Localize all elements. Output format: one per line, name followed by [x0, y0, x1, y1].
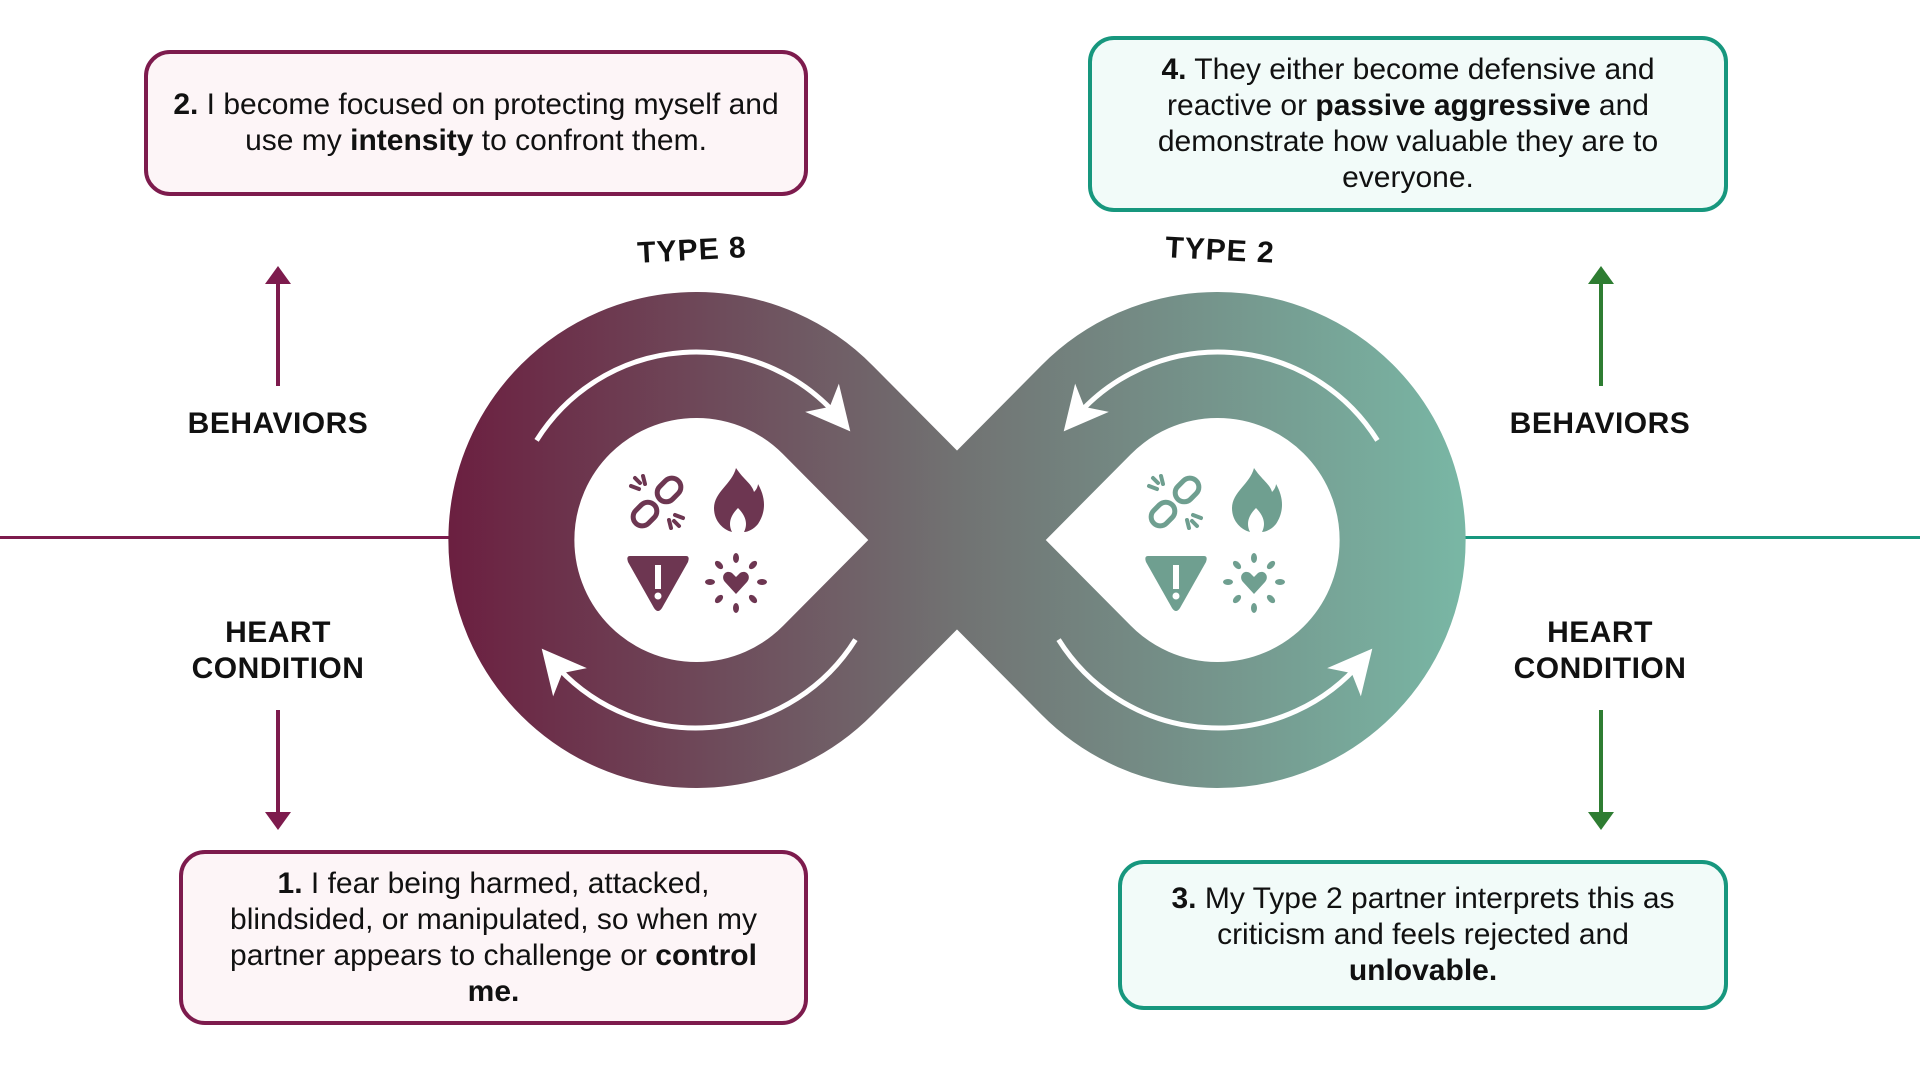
left-axis-line	[0, 536, 450, 539]
warning-icon	[627, 556, 689, 611]
broken-link-icon	[629, 474, 685, 530]
step-number: 2.	[173, 88, 199, 121]
behaviors-label-right: BEHAVIORS	[1509, 407, 1691, 440]
type2-bottom-arrow-arc	[1056, 638, 1364, 731]
label-line: CONDITION	[1513, 652, 1687, 685]
down-arrow-right	[1588, 710, 1614, 830]
behaviors-label-left: BEHAVIORS	[187, 407, 369, 440]
down-arrow-left	[265, 710, 291, 830]
type8-bottom-arrow-arc	[550, 638, 858, 731]
type8-top-arrow-arc	[534, 349, 842, 442]
step-number: 4.	[1161, 53, 1187, 86]
type2-top-arrow-arc	[1072, 349, 1380, 442]
step-emphasis: control me.	[467, 938, 757, 1008]
step-3-box: 3. My Type 2 partner interprets this as …	[1118, 860, 1728, 1010]
heart-burst-icon	[1223, 553, 1285, 613]
type8-bottom-arrow-arrowhead	[541, 648, 587, 697]
step-2-box: 2. I become focused on protecting myself…	[144, 50, 808, 196]
cycle-arrows	[534, 349, 1380, 731]
warning-icon	[1145, 556, 1207, 611]
up-arrow-left	[265, 266, 291, 386]
label-line: HEART	[225, 616, 331, 649]
type2-bottom-arrow-arrowhead	[1327, 648, 1373, 697]
label-line: HEART	[1547, 616, 1653, 649]
step-text: My Type 2 partner interprets this as cri…	[1196, 882, 1675, 951]
step-number: 1.	[277, 866, 303, 900]
right-axis-line	[1462, 536, 1920, 539]
step-text: to confront them.	[473, 124, 707, 157]
step-text: They either become defensive and reactiv…	[1167, 53, 1655, 122]
type2-top-arrow-arrowhead	[1063, 383, 1109, 432]
step-text: and demonstrate how valuable they are to…	[1157, 89, 1659, 194]
step-emphasis: intensity	[350, 124, 474, 157]
icon-group-type2	[1145, 468, 1285, 613]
step-4-box: 4. They either become defensive and reac…	[1088, 36, 1728, 212]
flame-icon	[714, 468, 764, 532]
step-emphasis: passive aggressive	[1315, 89, 1591, 122]
label-line: CONDITION	[191, 652, 365, 685]
broken-link-icon	[1147, 474, 1203, 530]
step-number: 3.	[1171, 882, 1197, 915]
type8-top-arrow-arrowhead	[805, 383, 851, 432]
step-1-box: 1. I fear being harmed, attacked, blinds…	[179, 850, 808, 1025]
flame-icon	[1232, 468, 1282, 532]
step-text: I fear being harmed, attacked, blindside…	[230, 866, 757, 972]
heart-burst-icon	[705, 553, 767, 613]
infinity-loop	[448, 292, 1466, 788]
up-arrow-right	[1588, 266, 1614, 386]
icon-group-type8	[627, 468, 767, 613]
step-text: I become focused on protecting myself an…	[198, 88, 779, 157]
step-emphasis: unlovable.	[1348, 954, 1498, 987]
